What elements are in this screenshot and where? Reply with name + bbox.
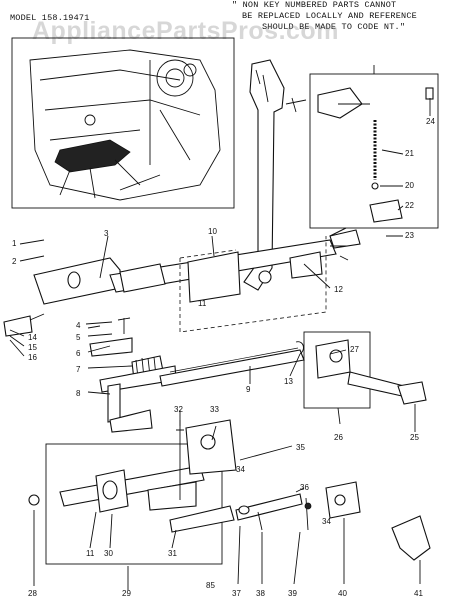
callout: 4 [76, 321, 81, 330]
callout: 22 [405, 201, 414, 210]
callout: 12 [334, 285, 343, 294]
spring-inset-box [309, 73, 439, 229]
callout: 34 [322, 517, 331, 526]
callout: 11 [198, 299, 207, 308]
note-line-1: " NON KEY NUMBERED PARTS CANNOT [232, 0, 397, 10]
callout: 26 [334, 433, 343, 442]
needle-bar-lever [243, 59, 307, 291]
callout: 24 [426, 117, 435, 126]
callout: 32 [174, 405, 183, 414]
callout: 8 [76, 389, 81, 398]
callout: 34 [236, 465, 245, 474]
callout: 20 [405, 181, 414, 190]
callout: 31 [168, 549, 177, 558]
right-side-parts [303, 227, 427, 409]
callout: 1 [12, 239, 17, 248]
note-line-3: SHOULD BE MADE TO CODE NT." [262, 22, 406, 32]
callout: 38 [256, 589, 265, 598]
callout: 14 [28, 333, 37, 342]
mid-components [87, 317, 305, 433]
callout: 27 [350, 345, 359, 354]
callout: 41 [414, 589, 423, 598]
callout: 35 [296, 443, 305, 452]
callout: 33 [210, 405, 219, 414]
callout: 7 [76, 365, 81, 374]
callout: 16 [28, 353, 37, 362]
watermark: AppliancePartsPros.com [32, 17, 339, 45]
callout: 3 [104, 229, 109, 238]
callout: 21 [405, 149, 414, 158]
callout: 15 [28, 343, 37, 352]
callout: 6 [76, 349, 81, 358]
callout: 9 [246, 385, 251, 394]
callout: 39 [288, 589, 297, 598]
note-line-2: BE REPLACED LOCALLY AND REFERENCE [242, 11, 417, 21]
lower-right-parts [176, 419, 431, 561]
machine-inset [11, 37, 235, 209]
upper-shaft-assembly [3, 229, 361, 337]
callout: 13 [284, 377, 293, 386]
callout: 25 [410, 433, 419, 442]
leader-lines [9, 65, 431, 590]
callout: 2 [12, 257, 17, 266]
callout: 5 [76, 333, 81, 342]
callout: 36 [300, 483, 309, 492]
callout: 29 [122, 589, 131, 598]
callout: 37 [232, 589, 241, 598]
callout-numbers: 1 2 3 4 5 6 7 8 9 10 11 12 13 14 15 16 2… [12, 117, 435, 598]
callout: 85 [206, 581, 215, 590]
callout: 28 [28, 589, 37, 598]
callout: 40 [338, 589, 347, 598]
callout: 30 [104, 549, 113, 558]
callout: 11 [86, 549, 95, 558]
callout: 23 [405, 231, 414, 240]
callout: 10 [208, 227, 217, 236]
model-label: MODEL 158.19471 [10, 13, 90, 23]
lower-shaft-assembly [28, 443, 235, 565]
